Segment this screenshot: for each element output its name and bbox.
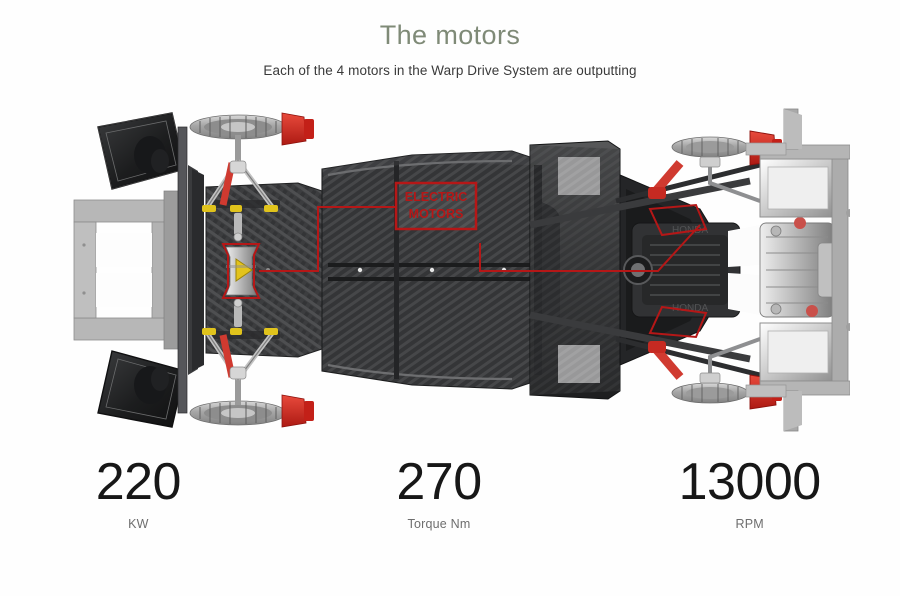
front-motor-unit [225,246,257,296]
page-subtitle: Each of the 4 motors in the Warp Drive S… [263,63,637,78]
leader-line-rear [479,224,701,272]
front-suspension-upper [189,112,314,242]
callout-label-line1: ELECTRIC [405,190,468,204]
front-motor-highlight [221,243,261,299]
stat-torque: 270 Torque Nm [289,455,590,531]
rear-subframe [745,108,850,432]
stat-kw: 220 KW [0,455,289,531]
stat-kw-value: 220 [95,453,182,511]
rear-wheel-assembly-top [648,130,782,203]
stats-row: 220 KW 270 Torque Nm 13000 RPM [0,455,900,531]
chassis-figure: HONDA HONDA [60,105,850,435]
rear-motor-highlight-top [648,203,708,237]
stat-torque-value: 270 [396,453,482,511]
slide-header: The motors Each of the 4 motors in the W… [0,0,900,78]
stat-torque-label: Torque Nm [407,517,471,532]
svg-text:HONDA: HONDA [672,303,708,314]
leader-line-front [259,206,396,272]
electric-motors-label: ELECTRIC MOTORS [394,181,478,231]
rear-suspension-links [529,162,761,378]
gearbox-transmission [759,217,839,318]
rear-motor-highlight-bottom [648,305,708,339]
chassis-illustration: HONDA HONDA [73,108,850,432]
front-nose-frame [73,190,179,350]
stat-rpm: 13000 RPM [599,455,900,531]
monocoque-body [321,150,538,390]
front-suspension-lower [189,298,314,428]
stat-rpm-value: 13000 [678,453,822,511]
page-title: The motors [379,20,521,50]
stat-kw-label: KW [128,517,149,532]
nose-uprights [177,126,204,414]
callout-label-line2: MOTORS [409,207,464,221]
stat-rpm-label: RPM [735,517,764,532]
rear-radiator-boxes [759,158,837,382]
front-wing-assembly [97,112,186,428]
electric-motors-callout [221,203,708,339]
